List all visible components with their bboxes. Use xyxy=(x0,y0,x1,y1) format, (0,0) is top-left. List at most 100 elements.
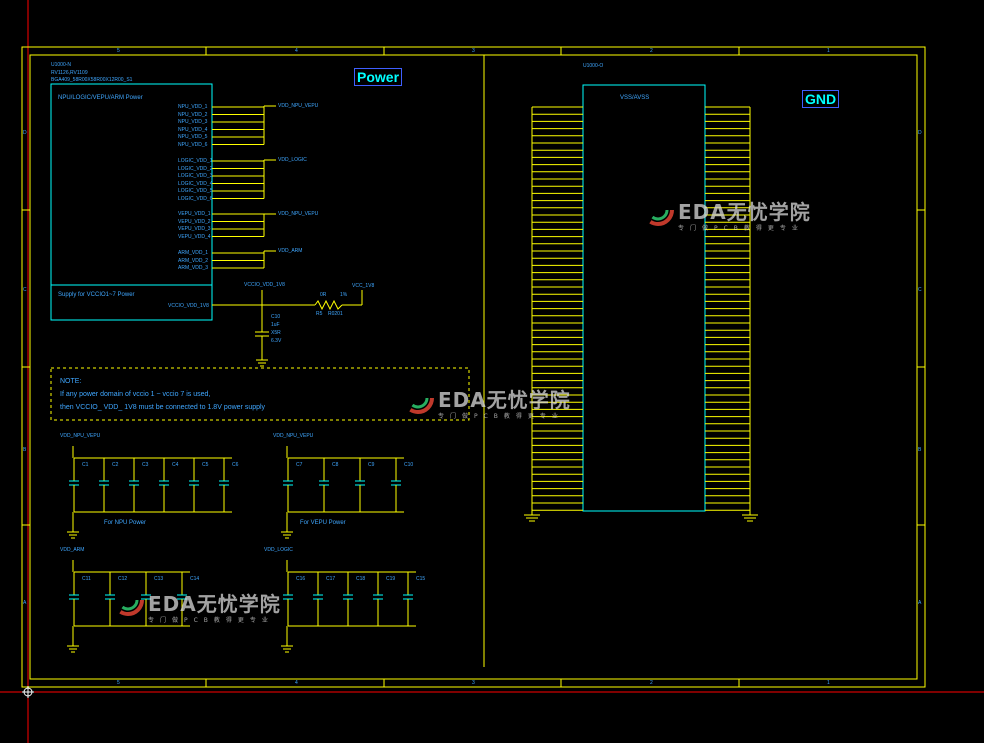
decap-logic-net: VDD_LOGIC xyxy=(264,547,293,553)
cap-c10: C10 xyxy=(404,462,414,468)
frame-row-right-D: D xyxy=(918,130,922,136)
cap-c12: C12 xyxy=(118,576,128,582)
pin-logic_vdd_2: LOGIC_VDD_2 xyxy=(178,165,213,172)
supply-note: Supply for VCCIO1~7 Power xyxy=(58,292,135,298)
cap-c15: C15 xyxy=(416,576,426,582)
cap-c9: C9 xyxy=(368,462,375,468)
power-box-title: NPU/LOGIC/VEPU/ARM Power xyxy=(58,95,143,101)
cap-c4: C4 xyxy=(172,462,179,468)
watermark-1: EDA无忧学院 专门做PCB教得更专业 xyxy=(678,200,811,232)
net-logic: VDD_LOGIC xyxy=(278,157,307,163)
pin-logic_vdd_5: LOGIC_VDD_5 xyxy=(178,188,213,194)
cap-c5: C5 xyxy=(202,462,209,468)
cap-c11: C11 xyxy=(82,576,91,582)
gnd-box-title: VSS/AVSS xyxy=(620,95,650,101)
pin-npu_vdd_2: NPU_VDD_2 xyxy=(178,111,208,118)
watermark-3: EDA无忧学院 专门做PCB教得更专业 xyxy=(148,592,281,624)
cap-c14: C14 xyxy=(190,576,200,582)
frame-col-top-3: 3 xyxy=(472,48,475,54)
pin-arm_vdd_3: ARM_VDD_3 xyxy=(178,265,209,271)
decap-vepu-caption: For VEPU Power xyxy=(300,520,346,526)
cap-c6: C6 xyxy=(232,462,239,468)
frame-col-bottom-1: 1 xyxy=(827,680,830,686)
note-title: NOTE: xyxy=(60,378,82,385)
cap-c2: C2 xyxy=(112,462,119,468)
net-npu: VDD_NPU_VEPU xyxy=(278,103,319,109)
decap-arm-net: VDD_ARM xyxy=(60,547,85,553)
frame-col-bottom-5: 5 xyxy=(117,680,120,686)
pin-vepu_vdd_1: VEPU_VDD_1 xyxy=(178,211,211,217)
pin-logic_vdd_1: LOGIC_VDD_1 xyxy=(178,158,213,164)
cap-c19: C19 xyxy=(386,576,396,582)
frame-zone-ticks xyxy=(22,47,925,687)
cap-c10-volt: 6.3V xyxy=(271,338,282,344)
frame-col-bottom-3: 3 xyxy=(472,680,475,686)
decoupling-capacitors xyxy=(67,446,416,653)
frame-row-right-A: A xyxy=(918,600,922,606)
cap-c17: C17 xyxy=(326,576,336,582)
power-title: Power xyxy=(354,68,403,86)
power-part-ref: U1000-N xyxy=(51,62,72,68)
note-box xyxy=(50,367,470,421)
cap-c13: C13 xyxy=(154,576,164,582)
cap-c3: C3 xyxy=(142,462,149,468)
res-tol: 1% xyxy=(340,292,348,298)
frame-col-top-1: 1 xyxy=(827,48,830,54)
frame-col-top-5: 5 xyxy=(117,48,120,54)
pin-npu_vdd_5: NPU_VDD_5 xyxy=(178,134,208,140)
gnd-section xyxy=(524,84,758,522)
frame-col-bottom-2: 2 xyxy=(650,680,653,686)
net-vepu: VDD_NPU_VEPU xyxy=(278,211,319,217)
frame-row-left-B: B xyxy=(23,447,27,453)
gnd-ic-body[interactable] xyxy=(582,84,706,512)
pin-npu_vdd_1: NPU_VDD_1 xyxy=(178,104,208,110)
pin-logic_vdd_6: LOGIC_VDD_6 xyxy=(178,195,213,202)
decap-vepu-net: VDD_NPU_VEPU xyxy=(273,433,314,439)
power-part-line-1: RV1126,RV1109 xyxy=(51,70,88,76)
pin-vepu_vdd_3: VEPU_VDD_3 xyxy=(178,226,211,232)
vccio-pin-label: VCCIO_VDD_1V8 xyxy=(168,303,209,309)
frame-row-right-C: C xyxy=(918,287,922,293)
frame-row-left-C: C xyxy=(23,287,27,293)
note-line-1: If any power domain of vccio 1 ~ vccio 7… xyxy=(60,391,211,398)
gnd-title: GND xyxy=(802,90,840,108)
origin-marker xyxy=(22,686,34,698)
cap-c16: C16 xyxy=(296,576,306,582)
res-value: 0R xyxy=(320,292,327,298)
cap-c10-mat: X5R xyxy=(271,330,281,336)
pin-arm_vdd_2: ARM_VDD_2 xyxy=(178,257,209,264)
frame-row-left-D: D xyxy=(23,130,27,136)
decap-npu-net: VDD_NPU_VEPU xyxy=(60,433,101,439)
frame-col-top-4: 4 xyxy=(295,48,298,54)
pin-logic_vdd_3: LOGIC_VDD_3 xyxy=(178,173,213,179)
frame-row-left-A: A xyxy=(23,600,27,606)
power-ic-body[interactable] xyxy=(50,83,213,321)
pin-arm_vdd_1: ARM_VDD_1 xyxy=(178,250,209,256)
cap-c1: C1 xyxy=(82,462,89,468)
pin-logic_vdd_4: LOGIC_VDD_4 xyxy=(178,180,213,187)
res-pkg: R0201 xyxy=(328,311,343,317)
pin-vepu_vdd_2: VEPU_VDD_2 xyxy=(178,218,211,225)
watermark-logo-icon xyxy=(112,194,674,616)
net-arm: VDD_ARM xyxy=(278,248,303,254)
gnd-part-ref: U1000-O xyxy=(583,63,604,69)
frame-row-right-B: B xyxy=(918,447,922,453)
vcc-1v8-label: VCC_1V8 xyxy=(352,283,375,289)
res-ref: R5 xyxy=(316,311,323,317)
vccio-net-label: VCCIO_VDD_1V8 xyxy=(244,282,285,288)
pin-npu_vdd_6: NPU_VDD_6 xyxy=(178,141,208,148)
frame-col-top-2: 2 xyxy=(650,48,653,54)
power-section xyxy=(50,83,276,321)
cap-c8: C8 xyxy=(332,462,339,468)
cap-c7: C7 xyxy=(296,462,303,468)
cap-c10-value: 1uF xyxy=(271,322,280,328)
pin-npu_vdd_4: NPU_VDD_4 xyxy=(178,126,208,133)
cap-c10-ref: C10 xyxy=(271,314,281,320)
cap-c18: C18 xyxy=(356,576,366,582)
pin-npu_vdd_3: NPU_VDD_3 xyxy=(178,119,208,125)
frame-col-bottom-4: 4 xyxy=(295,680,298,686)
decap-npu-caption: For NPU Power xyxy=(104,520,147,526)
pin-vepu_vdd_4: VEPU_VDD_4 xyxy=(178,233,211,240)
vccio-network xyxy=(212,290,363,367)
